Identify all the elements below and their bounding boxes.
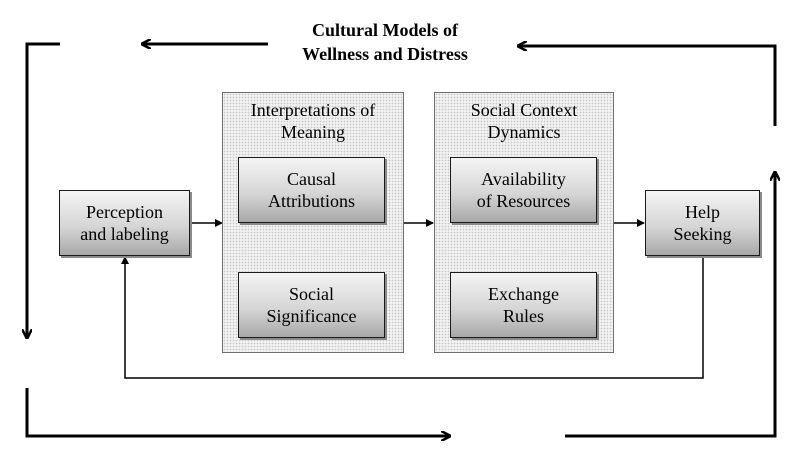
outer-arrow-right: [565, 172, 775, 438]
outer-arrow-top-left: [27, 42, 60, 338]
causal-attributions-box: Causal Attributions: [238, 157, 385, 223]
interpretations-group-label: Interpretations of Meaning: [250, 100, 376, 142]
title-line-2: Wellness and Distress: [302, 44, 468, 64]
perception-box: Perception and labeling: [59, 190, 190, 256]
availability-resources-box: Availability of Resources: [450, 157, 597, 223]
help-seeking-box: Help Seeking: [645, 190, 760, 256]
feedback-loop-arrow: [121, 255, 704, 379]
social-significance-box: Social Significance: [238, 272, 385, 338]
outer-arrow-bottom: [25, 388, 450, 436]
title-line-1: Cultural Models of: [312, 20, 458, 40]
social-context-group-label: Social Context Dynamics: [470, 100, 578, 142]
outer-arrow-top-right: [518, 46, 777, 126]
diagram-title: Cultural Models of Wellness and Distress: [255, 18, 515, 66]
exchange-rules-box: Exchange Rules: [450, 272, 597, 338]
